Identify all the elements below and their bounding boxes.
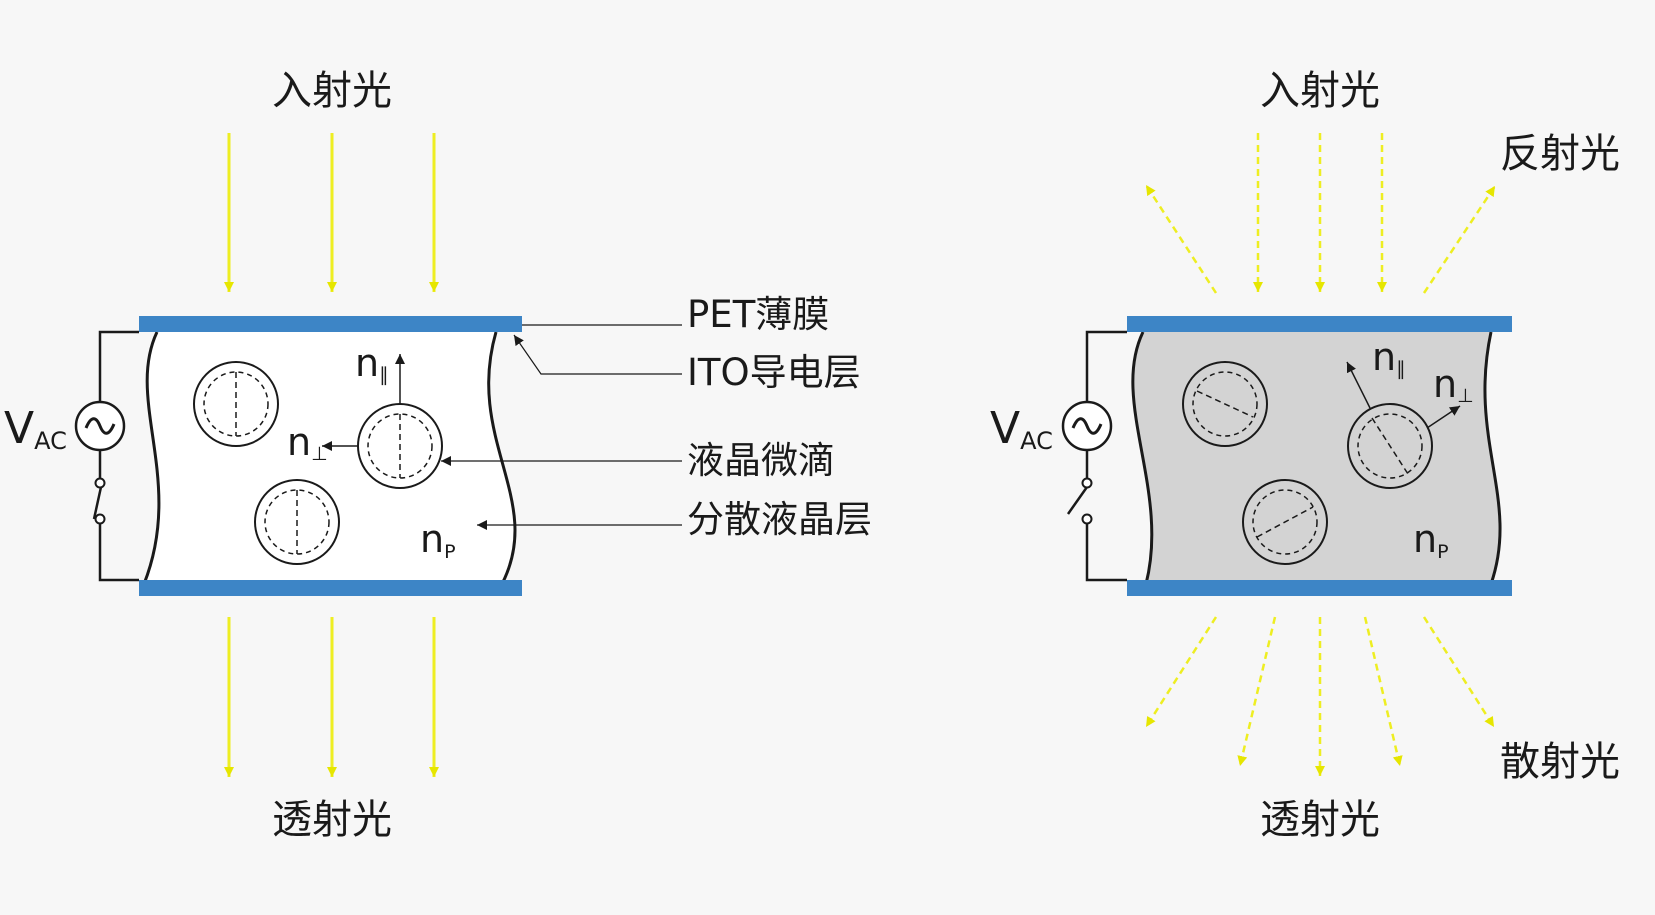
- left-n-parallel-label: n∥: [355, 341, 389, 386]
- left-bottom-electrode: [139, 580, 522, 596]
- switch-contact-icon: [94, 513, 106, 525]
- right-n-perp-label: n⊥: [1433, 362, 1474, 407]
- n-parallel-arrow: [1346, 361, 1371, 409]
- left-droplet-main: [357, 403, 443, 489]
- right-droplet: [1242, 479, 1328, 565]
- right-droplet: [1182, 361, 1268, 447]
- pet-film-label: PET薄膜: [687, 293, 829, 336]
- right-panel: 入射光 反射光 VAC: [990, 68, 1620, 843]
- left-cell-wall: [142, 331, 161, 585]
- reflected-ray: [1422, 185, 1497, 294]
- right-top-electrode: [1127, 316, 1512, 332]
- pdlc-layer-label: 分散液晶层: [687, 498, 872, 541]
- right-scattered-arrows: [1144, 616, 1496, 776]
- right-incident-arrows: [1253, 133, 1387, 292]
- right-cell-wall: [1483, 331, 1502, 585]
- right-incident-label: 入射光: [1260, 68, 1380, 114]
- lc-droplet-label: 液晶微滴: [687, 439, 835, 482]
- right-reflected-arrows: [1144, 184, 1497, 294]
- scattered-ray: [1363, 616, 1403, 767]
- left-transmitted-label: 透射光: [272, 797, 392, 843]
- left-incident-arrows: [224, 133, 439, 292]
- left-transmitted-arrows: [224, 617, 439, 777]
- reflected-ray: [1144, 184, 1218, 294]
- right-cell-wall: [487, 331, 517, 585]
- left-circuit: [92, 330, 139, 582]
- right-reflected-label: 反射光: [1500, 131, 1620, 177]
- switch-contact-icon: [1081, 513, 1093, 525]
- right-scattered-label: 散射光: [1500, 739, 1620, 785]
- ito-layer-label: ITO导电层: [687, 351, 861, 394]
- switch-contact-icon: [94, 477, 106, 489]
- right-transmitted-label: 透射光: [1260, 797, 1380, 843]
- right-droplet-main: [1347, 403, 1433, 489]
- left-top-electrode: [139, 316, 522, 332]
- right-bottom-electrode: [1127, 580, 1512, 596]
- right-n-parallel-label: n∥: [1372, 335, 1406, 380]
- left-droplet: [254, 479, 340, 565]
- left-cell-wall: [1131, 331, 1154, 585]
- left-n-p-label: nP: [420, 517, 456, 563]
- switch-lever: [92, 486, 103, 520]
- right-n-p-label: nP: [1413, 517, 1449, 563]
- right-circuit: [1066, 330, 1127, 582]
- right-voltage-label: VAC: [990, 403, 1053, 455]
- callouts: PET薄膜 ITO导电层 液晶微滴 分散液晶层: [441, 293, 872, 541]
- ito-callout-line: [513, 334, 682, 375]
- ac-wave-icon: [1071, 417, 1103, 435]
- switch-lever: [1066, 486, 1089, 515]
- scattered-ray: [1237, 616, 1277, 767]
- left-incident-label: 入射光: [272, 68, 392, 114]
- left-n-perp-label: n⊥: [287, 420, 328, 465]
- left-droplet: [193, 361, 279, 447]
- n-perp-arrow: [1426, 405, 1461, 429]
- switch-contact-icon: [1081, 477, 1093, 489]
- scattered-ray: [1422, 616, 1496, 728]
- scattered-ray: [1144, 616, 1218, 728]
- ac-wave-icon: [84, 417, 116, 435]
- left-voltage-label: VAC: [4, 403, 67, 455]
- left-panel: 入射光 VAC: [4, 68, 522, 843]
